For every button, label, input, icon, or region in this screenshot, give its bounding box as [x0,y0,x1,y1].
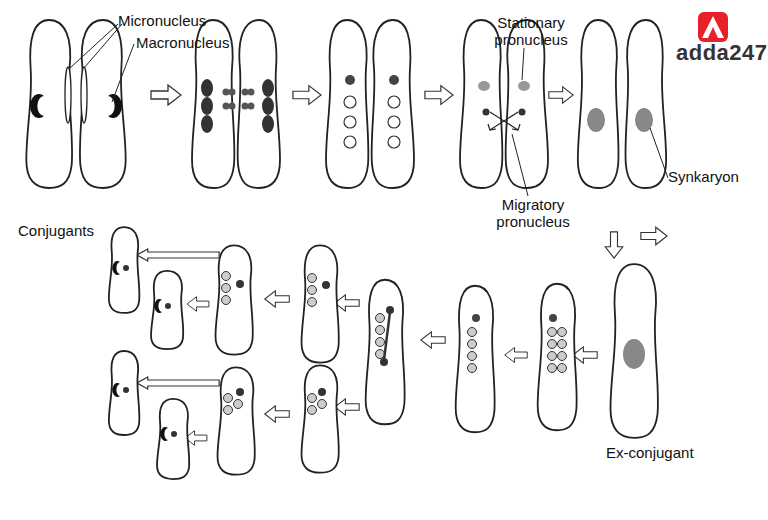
part-label: Migratory pronucleus [478,196,588,230]
dividing-cell [366,280,405,425]
daughter-cell [216,245,253,354]
dividing-cell [456,286,495,432]
conjugant-pair [26,20,134,188]
daughter-cell [109,227,140,313]
daughter-cell [109,351,140,435]
dividing-cell [538,284,577,430]
part-label: Macronucleus [136,34,229,51]
stage-label: Ex-conjugant [606,444,694,461]
part-label: Synkaryon [668,168,739,185]
daughter-cell [157,399,189,479]
conjugant-pair [326,20,414,188]
part-label: Stationary pronucleus [476,14,586,48]
ex-conjugant-cell [610,264,658,438]
daughter-cell [151,271,183,349]
part-label: Micronucleus [118,12,206,29]
watermark: adda247 [676,44,768,61]
daughter-cell [302,365,339,472]
daughter-cell [302,245,339,362]
daughter-cell [218,367,255,474]
logo-icon [698,12,728,42]
conjugant-pair [578,20,668,188]
stage-label: Conjugants [18,222,94,239]
